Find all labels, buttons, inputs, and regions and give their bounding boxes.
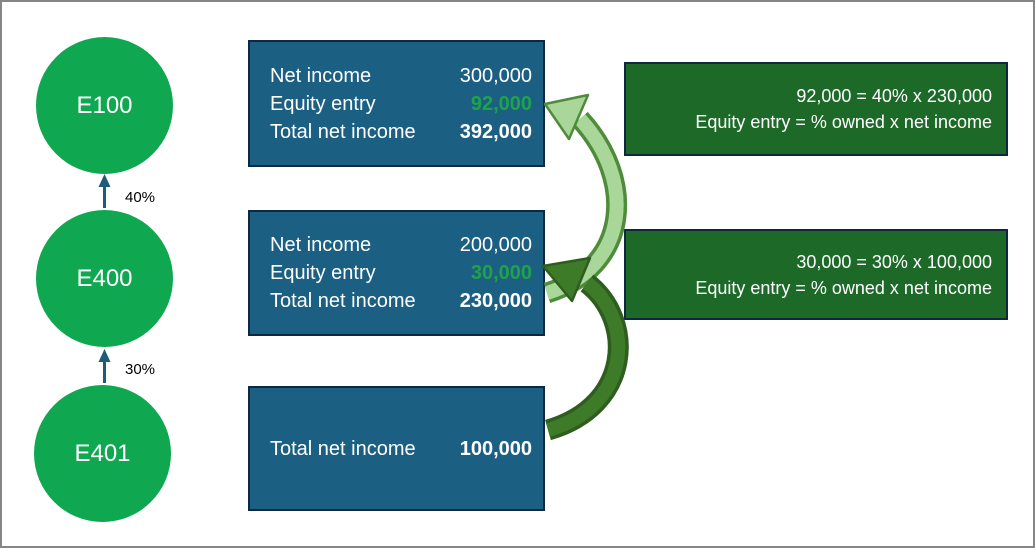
entity-circle-e400: E400 bbox=[36, 210, 173, 347]
formula-box-30000: 30,000 = 30% x 100,000 Equity entry = % … bbox=[624, 229, 1008, 320]
row-label: Equity entry bbox=[270, 92, 376, 115]
total-net-income-value: 230,000 bbox=[459, 290, 532, 312]
row-label: Net income bbox=[270, 234, 372, 256]
total-net-income-value: 392,000 bbox=[459, 120, 532, 143]
ownership-arrow-e400-e100 bbox=[98, 174, 111, 208]
formula-line-2: Equity entry = % owned x net income bbox=[695, 277, 992, 298]
row-label: Equity entry bbox=[270, 262, 376, 284]
entity-label: E100 bbox=[76, 91, 133, 119]
entity-circle-e100: E100 bbox=[36, 37, 173, 174]
curved-arrow-230000-to-92000 bbox=[543, 93, 628, 304]
total-net-income-value: 100,000 bbox=[459, 437, 532, 460]
income-box-e401: Total net income 100,000 bbox=[248, 386, 545, 511]
row-value: 300,000 bbox=[459, 64, 532, 87]
income-box-e400: Net income 200,000 Equity entry 30,000 T… bbox=[248, 210, 545, 336]
income-row: Total net income 392,000 bbox=[270, 118, 532, 146]
ownership-percent-30: 30% bbox=[125, 361, 156, 378]
income-row: Net income 200,000 bbox=[270, 231, 532, 259]
entity-label: E401 bbox=[74, 439, 131, 467]
equity-entry-value: 30,000 bbox=[470, 262, 532, 284]
ownership-percent-40: 40% bbox=[125, 189, 156, 206]
formula-line-1: 92,000 = 40% x 230,000 bbox=[796, 86, 992, 106]
entity-label: E400 bbox=[76, 264, 133, 292]
row-label: Net income bbox=[270, 64, 372, 87]
income-box-e100: Net income 300,000 Equity entry 92,000 T… bbox=[248, 40, 545, 167]
income-row: Total net income 100,000 bbox=[270, 435, 532, 463]
ownership-arrow-e401-e400 bbox=[98, 349, 111, 383]
equity-entry-value: 92,000 bbox=[470, 92, 532, 115]
row-label: Total net income bbox=[270, 437, 416, 460]
income-row: Equity entry 30,000 bbox=[270, 259, 532, 287]
row-label: Total net income bbox=[270, 120, 416, 143]
entity-circle-e401: E401 bbox=[34, 385, 171, 522]
income-row: Net income 300,000 bbox=[270, 62, 532, 90]
formula-box-92000: 92,000 = 40% x 230,000 Equity entry = % … bbox=[624, 62, 1008, 156]
row-label: Total net income bbox=[270, 290, 416, 312]
curved-arrow-100000-to-30000 bbox=[541, 256, 629, 441]
formula-line-1: 30,000 = 30% x 100,000 bbox=[796, 251, 992, 272]
income-row: Equity entry 92,000 bbox=[270, 90, 532, 118]
income-row: Total net income 230,000 bbox=[270, 287, 532, 315]
row-value: 200,000 bbox=[459, 234, 532, 256]
formula-line-2: Equity entry = % owned x net income bbox=[695, 112, 992, 132]
